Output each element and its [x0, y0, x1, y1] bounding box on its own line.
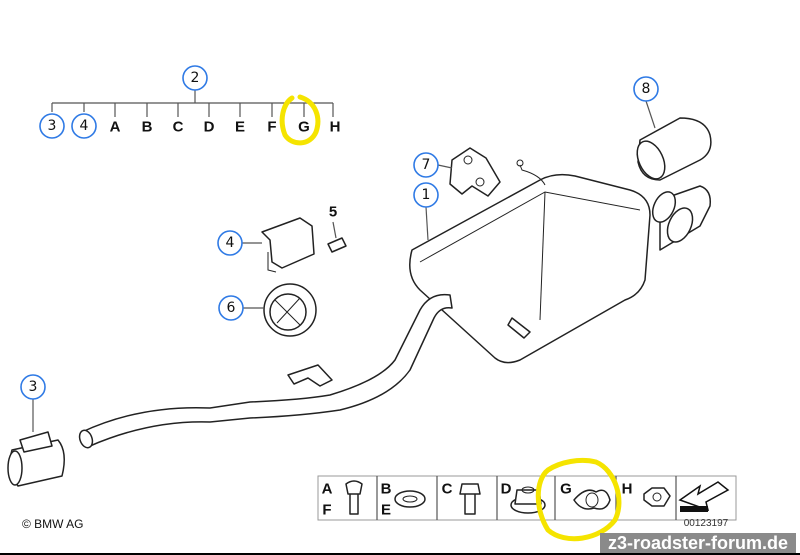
exhaust-pipe [78, 293, 453, 449]
tree-item-a: A [110, 119, 121, 136]
hanger-part-4: 4 5 [217, 204, 347, 273]
tree-item-d: D [204, 119, 215, 136]
parts-tree: 2 3 4 A B C D E F G H [39, 65, 341, 146]
tree-item-c: C [173, 119, 184, 136]
fastener-legend: A F B E C D G H [317, 457, 737, 542]
callout-4: 4 [226, 235, 235, 251]
callout-7: 7 [422, 157, 431, 173]
legend-d: D [501, 481, 512, 498]
bottom-black-bar [0, 553, 800, 555]
diagram-number: 00123197 [684, 518, 729, 529]
callout-3: 3 [29, 379, 38, 395]
legend-f: F [322, 502, 331, 519]
callout-6: 6 [227, 300, 236, 316]
tree-item-g: G [298, 119, 310, 136]
gasket-icon [573, 489, 611, 510]
flange-bolt-icon [459, 483, 481, 515]
highlight-circle-g [279, 94, 321, 146]
legend-e: E [381, 502, 391, 519]
tree-item-3: 3 [48, 118, 57, 134]
legend-g: G [560, 481, 572, 498]
legend-c: C [442, 481, 453, 498]
tree-item-4: 4 [80, 118, 89, 134]
tailpipe-trim: 8 [633, 76, 712, 181]
bracket-part-7: 7 [413, 147, 501, 197]
bolt-icon [345, 480, 363, 515]
tree-item-b: B [142, 119, 153, 136]
legend-a: A [322, 481, 333, 498]
rubber-mount-6: 6 [218, 283, 317, 337]
callout-8: 8 [642, 81, 651, 97]
watermark: z3-roadster-forum.de [600, 533, 796, 553]
highlight-circle-gasket [535, 457, 622, 542]
callout-1: 1 [422, 187, 431, 203]
tree-item-f: F [267, 119, 276, 136]
tree-root-label: 2 [191, 70, 200, 86]
tree-item-e: E [235, 119, 245, 136]
rear-muffler: 1 [409, 159, 712, 364]
callout-5: 5 [329, 204, 337, 221]
washer-icon [394, 490, 426, 508]
callout-2-circle [182, 65, 208, 91]
tree-item-h: H [330, 119, 341, 136]
pipe-clamp-3: 3 [7, 374, 65, 487]
hex-nut-icon [643, 487, 671, 507]
legend-h: H [622, 481, 633, 498]
copyright-text: © BMW AG [22, 517, 84, 531]
legend-b: B [381, 481, 392, 498]
